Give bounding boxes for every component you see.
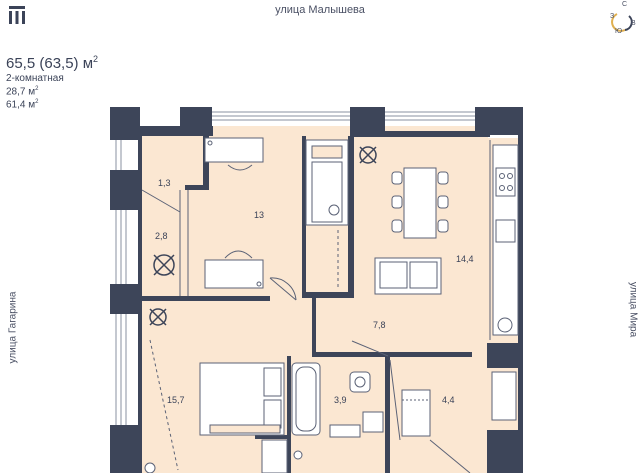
room-15-7-label: 15,7 [167,395,185,405]
compass-east: В [631,20,636,27]
room-2-8-label: 2,8 [155,231,168,241]
bathroom-fixtures [291,362,384,438]
room-1-3-label: 1,3 [158,178,171,188]
bottom-storage [144,439,303,473]
desk-bottom [204,250,264,289]
street-top-label: улица Малышева [275,4,365,16]
wardrobe [305,139,349,290]
room-4-4-label: 4,4 [442,395,455,405]
room-7-8-label: 7,8 [373,320,386,330]
thin-lines [141,140,491,473]
brand-logo-icon [9,6,25,24]
total-area: 65,5 (63,5) м2 [6,54,99,72]
windows [115,111,475,425]
outer-walls [110,107,523,473]
living-area: 28,7 м2 [6,86,39,98]
room-14-4-label: 14,4 [456,254,474,264]
bed [149,339,285,471]
sofa [374,257,442,295]
plant-icon [149,146,377,326]
room-13-label: 13 [254,210,264,220]
compass-west: З [610,13,615,20]
dining-table [391,167,449,239]
compass-icon [611,13,633,32]
compass-north: С [622,1,628,8]
desk-top [204,137,264,171]
kitchen-area: 61,4 м2 [6,99,39,111]
compass-south: Ю [615,28,623,35]
kitchen-counter [492,144,519,336]
room-3-9-label: 3,9 [334,395,347,405]
compass: С З В Ю [602,0,640,40]
inner-walls [138,126,490,473]
apartment-type: 2-комнатная [6,73,64,84]
hallway-closet [401,371,517,437]
